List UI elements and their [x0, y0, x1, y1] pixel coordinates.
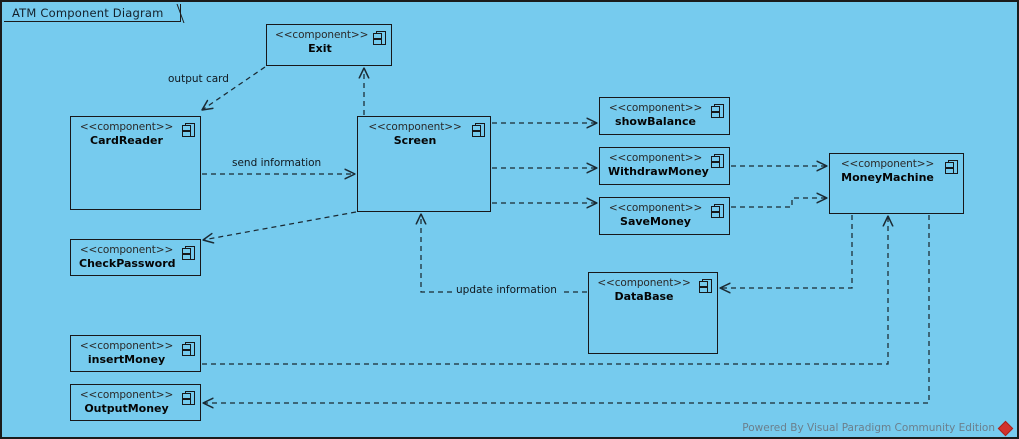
- edge-label-update-information: update information: [453, 284, 560, 296]
- watermark-text: Powered By Visual Paradigm Community Edi…: [742, 422, 995, 434]
- component-stereotype: <<component>>: [275, 29, 369, 41]
- component-name: DataBase: [614, 289, 674, 303]
- edge-exit-to-cardreader: [202, 66, 266, 110]
- component-showbalance[interactable]: <<component>> showBalance: [599, 97, 730, 135]
- component-database[interactable]: <<component>> DataBase: [588, 272, 718, 354]
- component-moneymachine[interactable]: <<component>> MoneyMachine: [829, 153, 964, 214]
- component-cardreader[interactable]: <<component>> CardReader: [70, 116, 201, 210]
- component-header: <<component>> DataBase: [589, 273, 717, 307]
- visual-paradigm-logo-icon: [997, 420, 1014, 436]
- edge-label-output-card: output card: [168, 73, 229, 85]
- component-name: MoneyMachine: [841, 170, 934, 184]
- edge-moneymachine-to-database: [720, 215, 853, 288]
- component-name: OutputMoney: [84, 401, 169, 415]
- component-header: <<component>> showBalance: [600, 98, 729, 132]
- component-stereotype: <<component>>: [597, 277, 691, 289]
- component-screen[interactable]: <<component>> Screen: [357, 116, 491, 212]
- component-header: <<component>> CheckPassword: [71, 240, 200, 274]
- component-withdrawmoney[interactable]: <<component>> WithdrawMoney: [599, 147, 730, 185]
- component-stereotype: <<component>>: [79, 244, 174, 256]
- component-stereotype: <<component>>: [79, 340, 174, 352]
- edge-database-to-screen: [421, 214, 587, 293]
- component-name: Exit: [308, 41, 332, 55]
- component-header: <<component>> Exit: [267, 25, 391, 59]
- component-icon: [945, 160, 958, 174]
- component-header: <<component>> CardReader: [71, 117, 200, 151]
- component-icon: [182, 342, 195, 356]
- component-name: CardReader: [90, 133, 163, 147]
- component-stereotype: <<component>>: [79, 389, 174, 401]
- component-exit[interactable]: <<component>> Exit: [266, 24, 392, 66]
- component-name: insertMoney: [87, 352, 166, 366]
- component-icon: [711, 204, 724, 218]
- component-icon: [472, 123, 485, 137]
- component-header: <<component>> Screen: [358, 117, 490, 151]
- component-name: SaveMoney: [620, 214, 691, 228]
- component-name: showBalance: [615, 114, 696, 128]
- component-header: <<component>> SaveMoney: [600, 198, 729, 232]
- component-stereotype: <<component>>: [608, 202, 703, 214]
- edge-label-send-information: send information: [232, 157, 322, 169]
- component-icon: [711, 104, 724, 118]
- component-icon: [373, 31, 386, 45]
- component-outputmoney[interactable]: <<component>> OutputMoney: [70, 384, 201, 421]
- component-stereotype: <<component>>: [79, 121, 174, 133]
- edge-insertmoney-to-moneymachine: [202, 216, 888, 365]
- component-header: <<component>> MoneyMachine: [830, 154, 963, 188]
- component-icon: [182, 123, 195, 137]
- component-header: <<component>> OutputMoney: [71, 385, 200, 419]
- diagram-title-tab: ATM Component Diagram: [4, 4, 185, 23]
- watermark: Powered By Visual Paradigm Community Edi…: [742, 420, 1014, 436]
- component-name: Screen: [393, 133, 437, 147]
- component-icon: [182, 391, 195, 405]
- component-stereotype: <<component>>: [608, 102, 703, 114]
- component-savemoney[interactable]: <<component>> SaveMoney: [599, 197, 730, 235]
- component-stereotype: <<component>>: [368, 121, 462, 133]
- component-icon: [182, 246, 195, 260]
- component-header: <<component>> insertMoney: [71, 336, 200, 370]
- component-icon: [711, 154, 724, 168]
- component-stereotype: <<component>>: [608, 152, 703, 164]
- component-name: CheckPassword: [79, 256, 176, 270]
- edge-moneymachine-to-outputmoney: [203, 215, 930, 403]
- component-insertmoney[interactable]: <<component>> insertMoney: [70, 335, 201, 372]
- component-header: <<component>> WithdrawMoney: [600, 148, 729, 182]
- component-name: WithdrawMoney: [608, 164, 709, 178]
- component-icon: [699, 279, 712, 293]
- edge-screen-to-checkpassword: [203, 211, 357, 240]
- edge-savemoney-to-moneymachine: [731, 198, 827, 208]
- diagram-title: ATM Component Diagram: [12, 5, 164, 20]
- component-checkpassword[interactable]: <<component>> CheckPassword: [70, 239, 201, 276]
- component-stereotype: <<component>>: [840, 158, 935, 170]
